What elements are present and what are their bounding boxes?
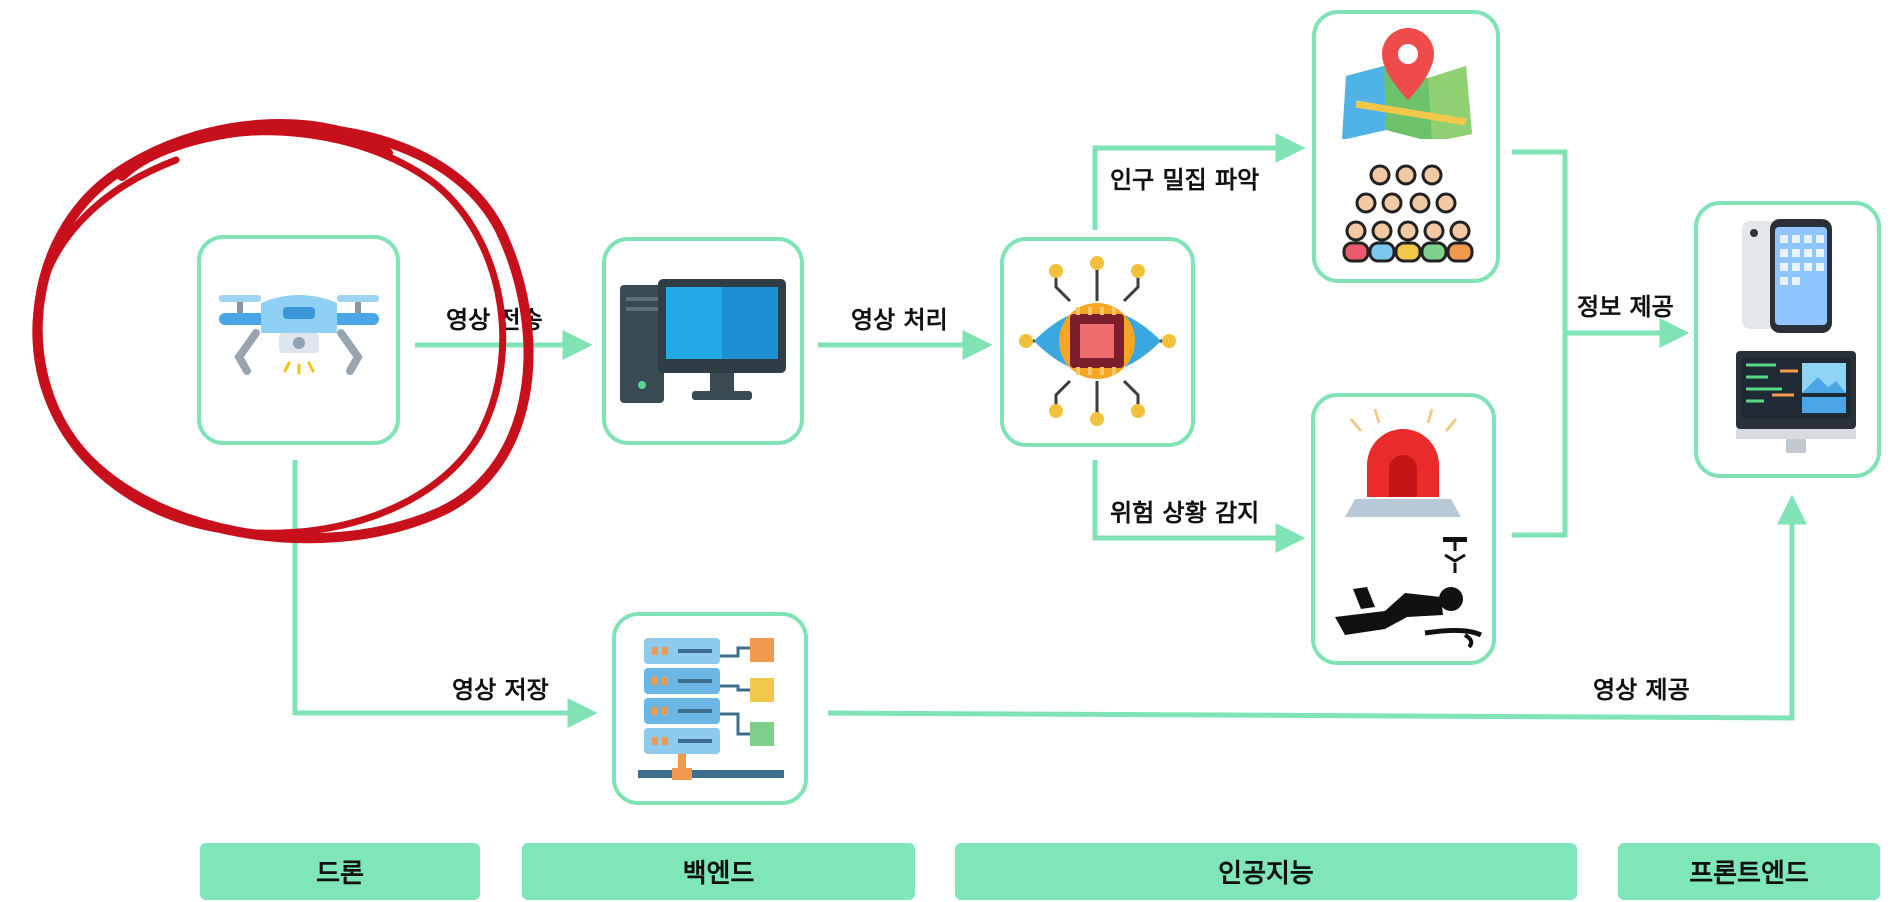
- label-info-provision: 정보 제공: [1577, 293, 1674, 321]
- label-danger-detection: 위험 상황 감지: [1110, 499, 1260, 527]
- phone-monitor-icon: [1736, 219, 1856, 453]
- drone-node: [197, 235, 400, 445]
- arrow-ai-to-siren: [1092, 460, 1306, 553]
- arrow-ai-to-map: [1092, 133, 1306, 230]
- label-video-provision: 영상 제공: [1593, 676, 1690, 704]
- computer-node: [602, 237, 804, 445]
- stage-frontend: 프론트엔드: [1618, 843, 1880, 900]
- crowd-analysis-node: [1312, 10, 1500, 283]
- server-icon: [638, 638, 784, 780]
- stage-drone: 드론: [200, 843, 480, 900]
- stage-backend: 백엔드: [522, 843, 915, 900]
- server-node: [612, 612, 808, 805]
- map-pin-icon: [1342, 28, 1472, 139]
- connector-map-merge: [1512, 149, 1568, 538]
- ai-eye-chip-icon: [1019, 256, 1176, 426]
- danger-detection-node: [1311, 393, 1496, 665]
- label-crowd-density: 인구 밀집 파악: [1110, 166, 1260, 194]
- siren-icon: [1345, 408, 1461, 517]
- label-video-processing: 영상 처리: [851, 306, 948, 334]
- frontend-devices-node: [1694, 201, 1881, 478]
- label-video-storage: 영상 저장: [452, 676, 549, 704]
- ai-node: [1000, 237, 1195, 447]
- desktop-computer-icon: [620, 279, 786, 403]
- crowd-icon: [1342, 164, 1474, 263]
- label-video-transfer: 영상 전송: [446, 306, 543, 334]
- fallen-person-icon: [1335, 537, 1483, 649]
- arrow-server-to-devices: [827, 494, 1807, 721]
- stage-ai: 인공지능: [955, 843, 1577, 900]
- drone-icon: [219, 295, 379, 375]
- arrow-drone-to-server: [292, 460, 598, 728]
